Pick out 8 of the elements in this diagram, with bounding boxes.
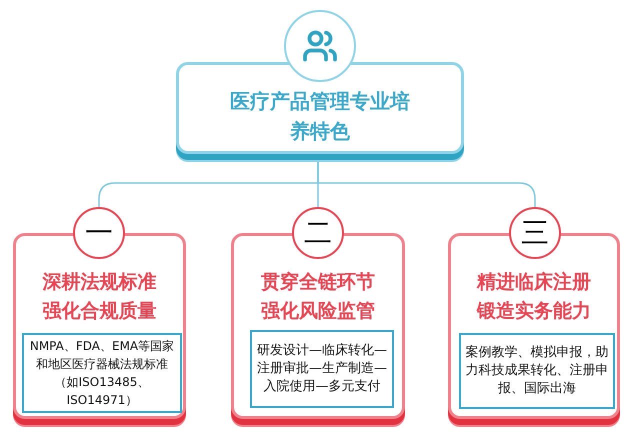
description-box: 案例教学、模拟申报，助力科技成果转化、注册申报、国际出海 [459,333,615,409]
card-heading: 深耕法规标准强化合规质量 [41,270,158,324]
description-box: 研发设计—临床转化—注册审批—生产制造—入院使用—多元支付 [250,330,394,408]
connector-line [317,160,536,207]
card-heading: 贯穿全链环节强化风险监管 [260,270,376,324]
card-heading: 精进临床注册锻造实务能力 [476,270,592,324]
title-text: 医疗产品管理专业培养特色 [230,88,410,145]
description-box: NMPA、FDA、EMA等国家和地区医疗器械法规标准（如ISO13485、ISO14971） [22,333,182,413]
